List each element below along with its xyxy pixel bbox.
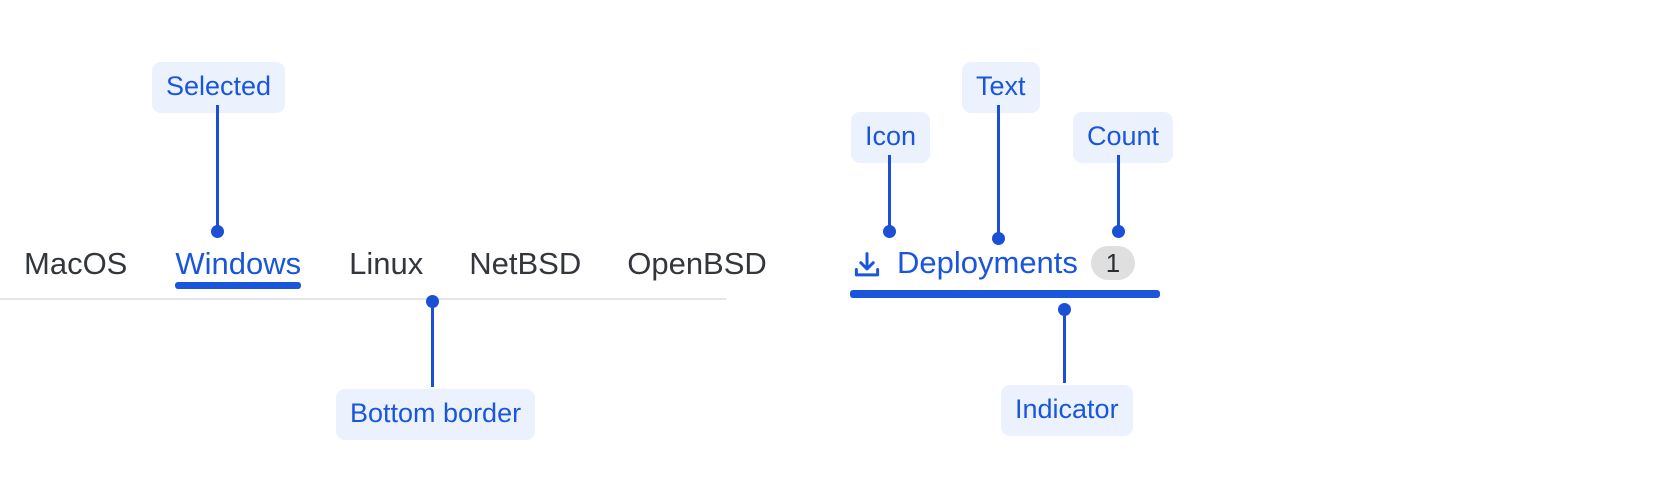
annotation-leader-line-selected [216, 105, 219, 229]
tab-windows[interactable]: Windows [175, 244, 302, 289]
tab-netbsd[interactable]: NetBSD [469, 244, 581, 279]
tab-label: Linux [349, 246, 424, 281]
tabbar-os: MacOS Windows Linux NetBSD OpenBSD [0, 244, 767, 300]
annotation-leader-line-bottom-border [431, 301, 434, 387]
annotation-label-icon: Icon [851, 112, 931, 163]
tab-label: NetBSD [469, 246, 582, 281]
annotation-label-text: Text [962, 62, 1040, 113]
annotation-dot-count [1112, 225, 1125, 238]
annotation-label-bottom-border: Bottom border [336, 389, 536, 440]
annotation-leader-line-text [997, 105, 1000, 240]
annotation-leader-line-icon [888, 155, 891, 230]
tab-label: Windows [175, 246, 302, 281]
tab-label: MacOS [24, 246, 128, 281]
count-badge: 1 [1090, 246, 1135, 280]
annotation-leader-line-count [1117, 155, 1120, 230]
annotation-label-selected: Selected [152, 62, 286, 113]
tab-label: Deployments [897, 245, 1078, 280]
tab-macos[interactable]: MacOS [24, 244, 127, 279]
annotation-dot-icon [883, 225, 896, 238]
tab-openbsd[interactable]: OpenBSD [627, 244, 767, 279]
annotation-dot-selected [211, 225, 224, 238]
tab-selected-indicator-deployments [850, 290, 1160, 298]
annotation-leader-line-indicator [1063, 309, 1066, 383]
download-icon [850, 248, 884, 282]
annotation-label-count: Count [1073, 112, 1174, 163]
tabbar-items: MacOS Windows Linux NetBSD OpenBSD [0, 244, 767, 298]
annotation-dot-text [992, 232, 1005, 245]
tab-deployments[interactable]: Deployments 1 [850, 244, 1160, 300]
tab-label: OpenBSD [627, 246, 767, 281]
annotation-label-indicator: Indicator [1001, 385, 1133, 436]
tab-linux[interactable]: Linux [349, 244, 423, 279]
tab-selected-indicator [175, 282, 302, 289]
